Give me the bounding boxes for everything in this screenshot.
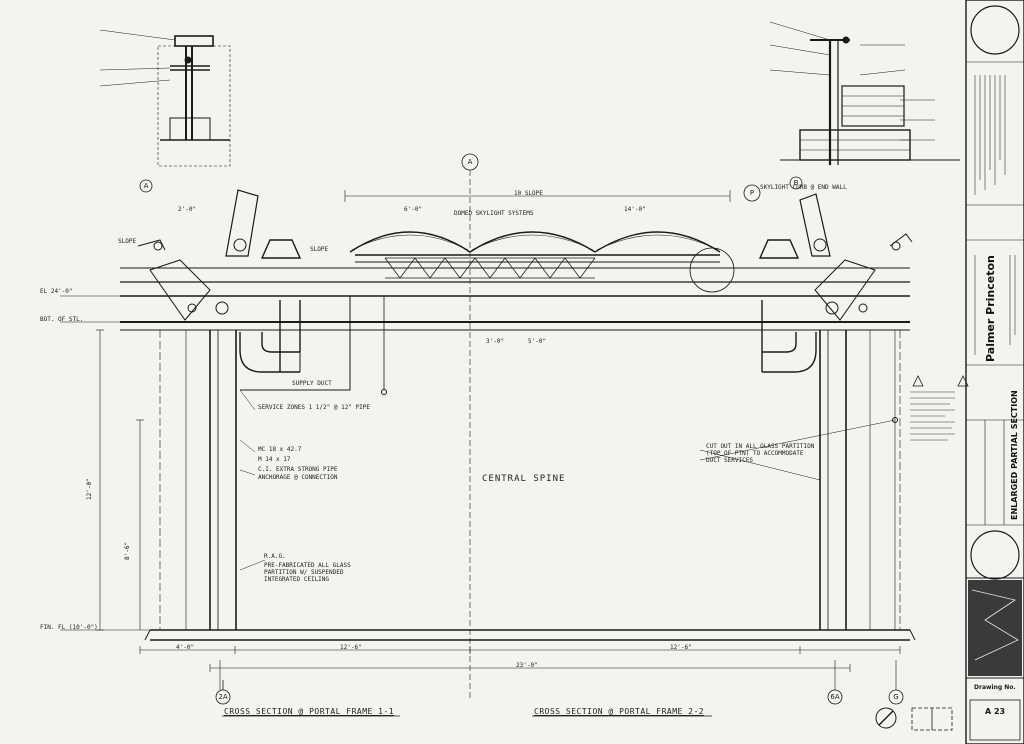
dim-4: 4'-0" (176, 644, 195, 651)
top-dimension (344, 170, 731, 700)
span-label: 10 SLOPE (514, 190, 543, 197)
vertical-dim-1: 12'-0" (86, 478, 93, 500)
key-plan-icon (911, 707, 953, 731)
general-notes (910, 391, 955, 441)
grid-bubble-bottom-left: 2A (218, 693, 228, 701)
vertical-dim-2: 8'-6" (124, 541, 131, 560)
grid-bubble-g: G (893, 693, 899, 701)
main-beam (120, 254, 910, 331)
title-block (965, 0, 1024, 744)
grid-bubble-section-b: B (793, 179, 799, 187)
note-leaders (239, 389, 896, 571)
grid-bubbles (139, 153, 904, 705)
central-spine-label: CENTRAL SPINE (482, 474, 566, 484)
dim-3: 3'-0" (486, 338, 505, 345)
section-title-left: CROSS SECTION @ PORTAL FRAME 1-1 (224, 707, 395, 716)
slope-mid-label: SLOPE (310, 246, 329, 253)
vertical-dimensions (60, 295, 150, 631)
grid-bubble-6a: 6A (830, 693, 840, 701)
project-name: Palmer Princeton (984, 255, 997, 362)
dim-14: 14'-0" (624, 206, 646, 213)
dim-12-6: 12'-6" (340, 644, 362, 651)
supply-duct-label: SUPPLY DUCT (292, 380, 332, 387)
dim-5: 5'-0" (528, 338, 547, 345)
ceiling-label: R.A.G. (264, 553, 286, 560)
cutout-note: CUT OUT IN ALL GLASS PARTITION (TOP OF P… (706, 443, 815, 464)
drawing-number: A 23 (985, 707, 1006, 716)
drawing-number-label: Drawing No. (974, 684, 1016, 691)
floor-slab (144, 629, 916, 641)
grid-bubble-section-a: A (143, 182, 149, 190)
drawing-title: ENLARGED PARTIAL SECTION (1010, 390, 1019, 520)
dim-23: 23'-0" (516, 662, 538, 669)
grid-bubble-p: P (749, 189, 755, 197)
title-block-notes (974, 75, 1016, 355)
bottom-dimensions (139, 646, 901, 690)
grid-bubble-top: A (467, 158, 473, 166)
dim-6: 6'-0" (404, 206, 423, 213)
left-portal (137, 189, 387, 630)
skylight-truss (384, 257, 596, 279)
detail-a (99, 29, 231, 167)
mc-label: MC 18 x 42.7 (258, 446, 302, 453)
dim-12-6b: 12'-6" (670, 644, 692, 651)
skylight-label: DOMED SKYLIGHT SYSTEMS (454, 210, 534, 217)
north-arrow-icon (875, 707, 897, 729)
pipe-note: SERVICE ZONES 1 1/2" @ 12" PIPE (258, 404, 370, 411)
anchorage-label: ANCHORAGE @ CONNECTION (258, 474, 338, 481)
elevation-2: BOT. OF STL. (40, 316, 84, 323)
sprinkler-label: C.I. EXTRA STRONG PIPE (258, 466, 338, 473)
skylight-curb-label: SKYLIGHT CURB @ END WALL (760, 184, 847, 191)
right-portal (689, 193, 913, 630)
skylight-domes (349, 231, 721, 253)
revision-triangle-icon (912, 375, 969, 387)
m14-label: M 14 x 17 (258, 456, 291, 463)
elevation-1: EL 24'-0" (40, 288, 73, 295)
ceiling-note: PRE-FABRICATED ALL GLASS PARTITION W/ SU… (264, 562, 351, 583)
detail-b (769, 21, 960, 165)
section-title-right: CROSS SECTION @ PORTAL FRAME 2-2 (534, 707, 705, 716)
slope-left-label: SLOPE (118, 238, 137, 245)
dim-2-0: 2'-0" (178, 206, 197, 213)
elevation-3: FIN. FL (10'-0") (40, 624, 98, 631)
